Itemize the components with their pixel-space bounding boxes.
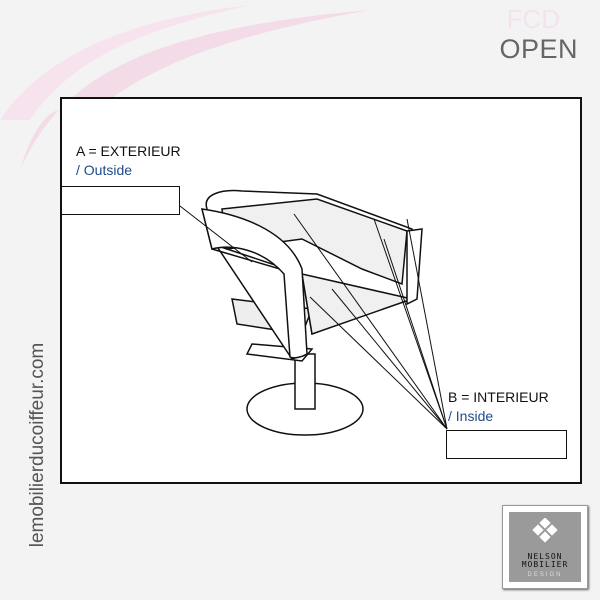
brand-swoosh bbox=[0, 5, 370, 170]
model-title: OPEN bbox=[499, 34, 578, 64]
logo-line3: DESIGN bbox=[527, 572, 563, 578]
label-a-code: A = EXTERIEUR bbox=[76, 143, 181, 159]
side-url: lemobilierducoiffeur.com bbox=[27, 342, 48, 548]
label-b-translation: / Inside bbox=[448, 408, 494, 424]
diagram-frame: A = EXTERIEUR / Outside B = INTERIEUR / … bbox=[60, 97, 582, 484]
chair-diagram bbox=[179, 189, 448, 436]
logo-line2: MOBILIER bbox=[521, 560, 569, 569]
label-b-code: B = INTERIEUR bbox=[448, 389, 549, 405]
brand-mark: FCD bbox=[506, 4, 560, 34]
label-a-translation: / Outside bbox=[76, 162, 133, 178]
field-b-input[interactable] bbox=[446, 430, 567, 459]
nelson-logo: NELSON MOBILIER DESIGN bbox=[502, 505, 588, 589]
logo-line1: NELSON bbox=[527, 552, 563, 561]
chair-pillar bbox=[294, 353, 316, 410]
diamond-icon bbox=[532, 517, 558, 543]
field-a-input[interactable] bbox=[61, 186, 180, 215]
